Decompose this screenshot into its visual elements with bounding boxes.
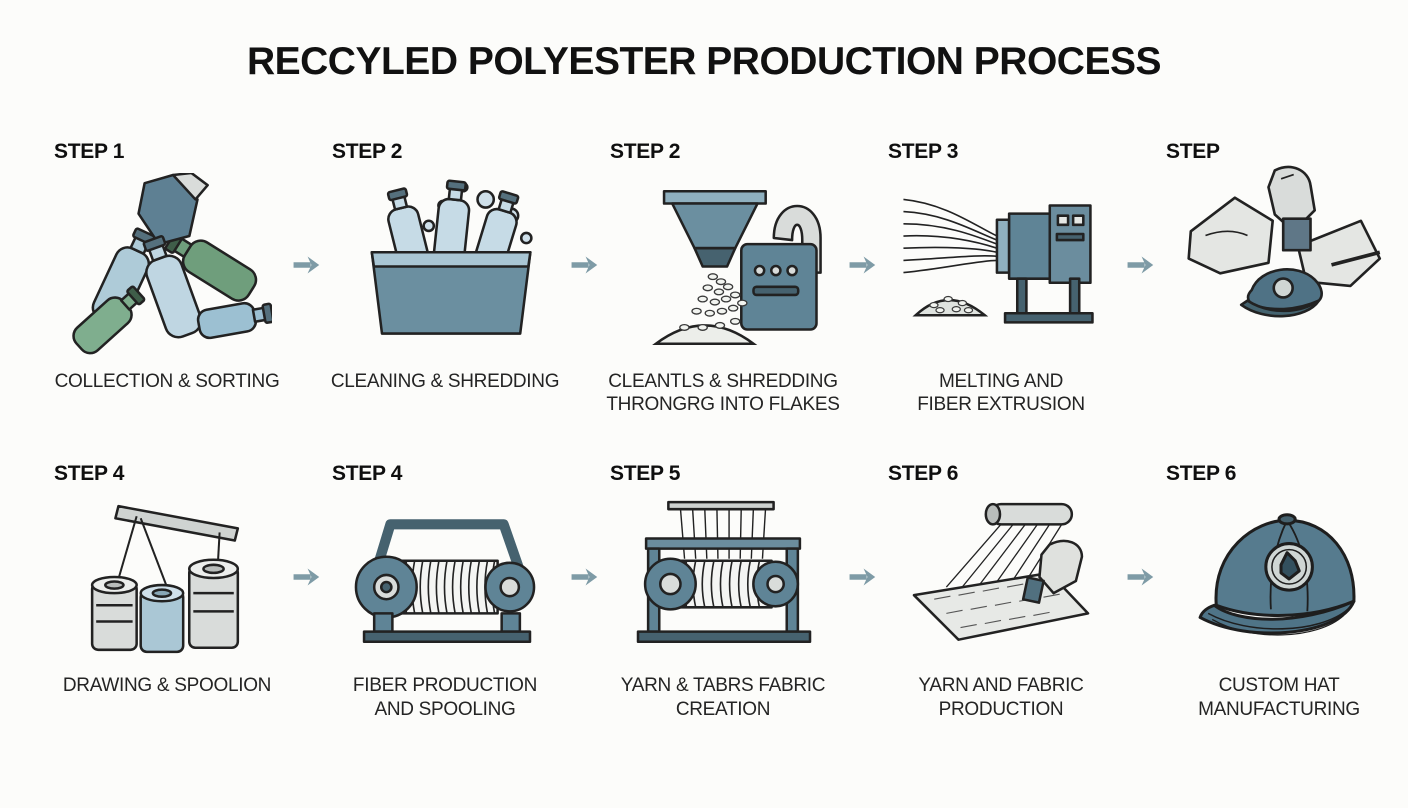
step-cell-cleaning-shredding: STEP 2: [320, 140, 570, 393]
hands-packing-cap-illustration: [1154, 165, 1404, 362]
step-label: STEP 5: [610, 462, 681, 486]
yarn-canisters-illustration: [42, 494, 292, 666]
step-caption: DRAWING & SPOOLION: [62, 675, 272, 697]
baseball-cap-illustration: [1154, 494, 1404, 666]
process-row-1: STEP 1: [0, 140, 1408, 416]
fabric-weaving-icon: [912, 503, 1090, 642]
arrow-icon: [570, 252, 598, 278]
step-label: STEP 3: [888, 140, 959, 163]
step-caption: FIBER PRODUCTION AND SPOOLING: [352, 675, 538, 720]
step-label: STEP: [1166, 140, 1220, 163]
arrow-icon: [1126, 564, 1154, 590]
step-caption: YARN AND FABRIC PRODUCTION: [918, 675, 1084, 720]
step-label: STEP 4: [54, 462, 125, 486]
yarn-machine-icon: [636, 501, 812, 644]
spooling-machine-illustration: [320, 494, 570, 666]
step-caption: COLLECTION & SORTING: [54, 371, 280, 392]
step-caption: CLEANTLS & SHREDDING THRONGRG INTO FLAKE…: [606, 371, 840, 416]
step-cell-cap-packing: STEP: [1154, 140, 1404, 370]
shredder-machine-icon: [652, 190, 822, 345]
extrusion-machine-illustration: [876, 172, 1126, 362]
step-cell-yarn-creation: STEP 5: [598, 462, 848, 720]
step-cell-collection-sorting: STEP 1: [42, 140, 292, 393]
process-row-2: STEP 4: [0, 462, 1408, 720]
step-caption: CLEANING & SHREDDING: [330, 371, 560, 392]
arrow-icon: [1126, 252, 1154, 278]
baseball-cap-icon: [1198, 513, 1356, 636]
step-label: STEP 6: [888, 462, 959, 486]
step-cell-fiber-spooling: STEP 4: [320, 462, 570, 720]
shredder-machine-illustration: [598, 172, 848, 362]
step-cell-fabric-production: STEP 6: [876, 462, 1126, 720]
arrow-icon: [292, 564, 320, 590]
step-caption: CUSTOM HAT MANUFACTURING: [1198, 675, 1360, 720]
step-cell-melting-extrusion: STEP 3: [876, 140, 1126, 416]
washing-tank-icon: [370, 179, 533, 335]
spooling-machine-icon: [354, 519, 536, 644]
step-label: STEP 4: [332, 462, 403, 486]
yarn-canisters-icon: [90, 505, 240, 654]
arrow-icon: [848, 252, 876, 278]
step-cell-hat-manufacturing: STEP 6 CUSTOM HAT MANUFACTURING: [1154, 462, 1404, 720]
page-title: RECCYLED POLYESTER PRODUCTION PROCESS: [246, 40, 1162, 83]
step-caption: YARN & TABRS FABRIC CREATION: [620, 675, 826, 720]
yarn-machine-illustration: [598, 494, 848, 666]
plastic-bottles-pile-illustration: [42, 172, 292, 362]
extrusion-machine-icon: [903, 198, 1094, 324]
step-label: STEP 2: [332, 140, 403, 163]
hands-packing-cap-icon: [1187, 165, 1382, 318]
step-caption: MELTING AND FIBER EXTRUSION: [917, 371, 1085, 416]
fabric-weaving-illustration: [876, 494, 1126, 666]
plastic-bottles-pile-icon: [72, 173, 272, 355]
step-label: STEP 2: [610, 140, 681, 163]
step-label: STEP 1: [54, 140, 125, 163]
arrow-icon: [292, 252, 320, 278]
arrow-icon: [570, 564, 598, 590]
arrow-icon: [848, 564, 876, 590]
washing-tank-illustration: [320, 172, 570, 362]
step-cell-shredding-flakes: STEP 2: [598, 140, 848, 416]
step-label: STEP 6: [1166, 462, 1237, 486]
step-cell-drawing-spooling: STEP 4: [42, 462, 292, 697]
